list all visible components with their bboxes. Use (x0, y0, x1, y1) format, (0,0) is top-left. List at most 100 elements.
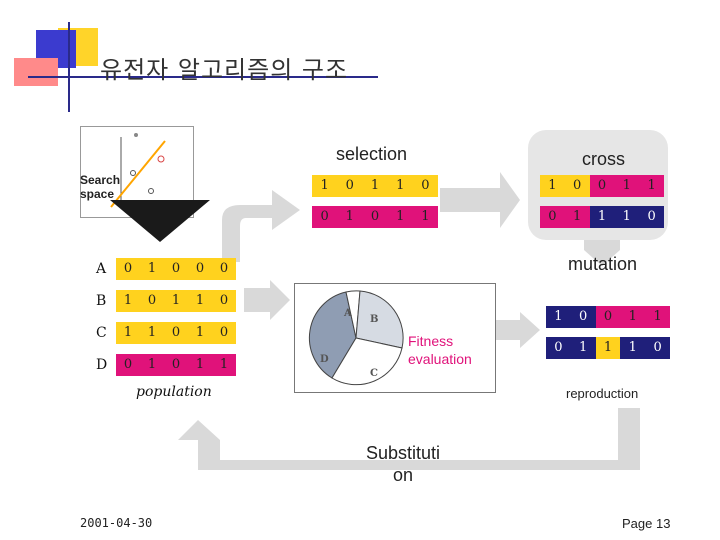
search-space-label: Search space (80, 173, 120, 201)
gene-bit: 0 (337, 175, 363, 197)
selection-label: selection (336, 144, 408, 164)
gene-bit: 1 (140, 258, 164, 280)
search-label-line2: space (80, 187, 115, 201)
gene-bit: 1 (188, 354, 212, 376)
gene-bit: 0 (412, 175, 439, 197)
pie-slice-c (331, 337, 403, 386)
substitution-label: Substituti on (366, 442, 440, 486)
gene-bit: 0 (595, 306, 621, 328)
pie-label-d: D (320, 354, 329, 365)
title-underline (28, 76, 378, 78)
gene-bit: 1 (337, 206, 363, 228)
population-row-label: B (96, 293, 107, 309)
population-row-label: D (96, 357, 108, 373)
title-vertical-line (68, 22, 70, 112)
gene-bit: 1 (540, 175, 565, 197)
crossover-label-line1: cross (582, 149, 626, 169)
gene-bit: 1 (595, 337, 621, 359)
substitution-label-line2: on (393, 465, 414, 485)
page-number: Page 13 (622, 516, 671, 531)
pie-label-b: B (370, 314, 378, 325)
pie-label-a: A (343, 308, 352, 319)
gene-bit: 1 (546, 306, 571, 328)
gene-bit: 1 (387, 206, 413, 228)
gene-bit: 1 (312, 175, 338, 197)
gene-bit: 1 (620, 337, 646, 359)
gene-bit: 1 (614, 206, 640, 228)
pie-label-c: C (370, 368, 378, 379)
arrow-to-fitness (244, 280, 290, 320)
footer-date: 2001-04-30 (80, 516, 153, 530)
population-row-label: A (96, 261, 107, 277)
slide-title: 유전자 알고리즘의 구조 (100, 56, 349, 84)
gene-bit: 1 (116, 322, 140, 344)
gene-bit: 0 (645, 337, 670, 359)
gene-bit: 1 (140, 322, 164, 344)
gene-bit: 0 (540, 206, 565, 228)
arrow-substitution-loop (178, 408, 640, 470)
gene-bit: 0 (164, 258, 188, 280)
gene-bit: 1 (188, 322, 212, 344)
gene-bit: 1 (387, 175, 413, 197)
gene-bit: 0 (312, 206, 338, 228)
gene-bit: 1 (188, 290, 212, 312)
gene-bit: 0 (164, 354, 188, 376)
gene-bit: 0 (212, 322, 236, 344)
gene-bit: 1 (645, 306, 670, 328)
fitness-pie-chart: A B C D (308, 290, 404, 386)
search-label-line1: Search (80, 173, 121, 187)
gene-bit: 1 (639, 175, 664, 197)
down-arrow-icon (110, 200, 210, 242)
population-row-label: C (96, 325, 107, 341)
title-decoration-pink (14, 58, 58, 86)
reproduction-label: reproduction (566, 386, 639, 401)
gene-bit: 1 (140, 354, 164, 376)
fitness-label: Fitness evaluation (408, 332, 472, 368)
gene-bit: 1 (564, 206, 590, 228)
gene-bit: 1 (570, 337, 596, 359)
search-trajectory (110, 140, 166, 208)
population-label: population (136, 384, 212, 400)
gene-bit: 0 (116, 354, 140, 376)
gene-bit: 0 (116, 258, 140, 280)
gene-bit: 0 (212, 258, 236, 280)
gene-bit: 1 (164, 290, 188, 312)
gene-bit: 0 (546, 337, 571, 359)
gene-bit: 1 (589, 206, 615, 228)
arrow-from-fitness (494, 312, 540, 348)
arrow-to-crossover (440, 172, 520, 228)
gene-bit: 0 (140, 290, 164, 312)
gene-bit: 0 (164, 322, 188, 344)
gene-bit: 0 (564, 175, 590, 197)
gene-bit: 1 (614, 175, 640, 197)
gene-bit: 1 (116, 290, 140, 312)
gene-bit: 1 (362, 175, 388, 197)
gene-bit: 0 (570, 306, 596, 328)
substitution-label-line1: Substituti (366, 443, 441, 463)
gene-bit: 0 (212, 290, 236, 312)
gene-bit: 0 (639, 206, 664, 228)
gene-bit: 0 (188, 258, 212, 280)
arrow-to-selection (222, 190, 300, 262)
gene-bit: 0 (589, 175, 615, 197)
gene-bit: 0 (362, 206, 388, 228)
mutation-label: mutation (568, 254, 638, 274)
